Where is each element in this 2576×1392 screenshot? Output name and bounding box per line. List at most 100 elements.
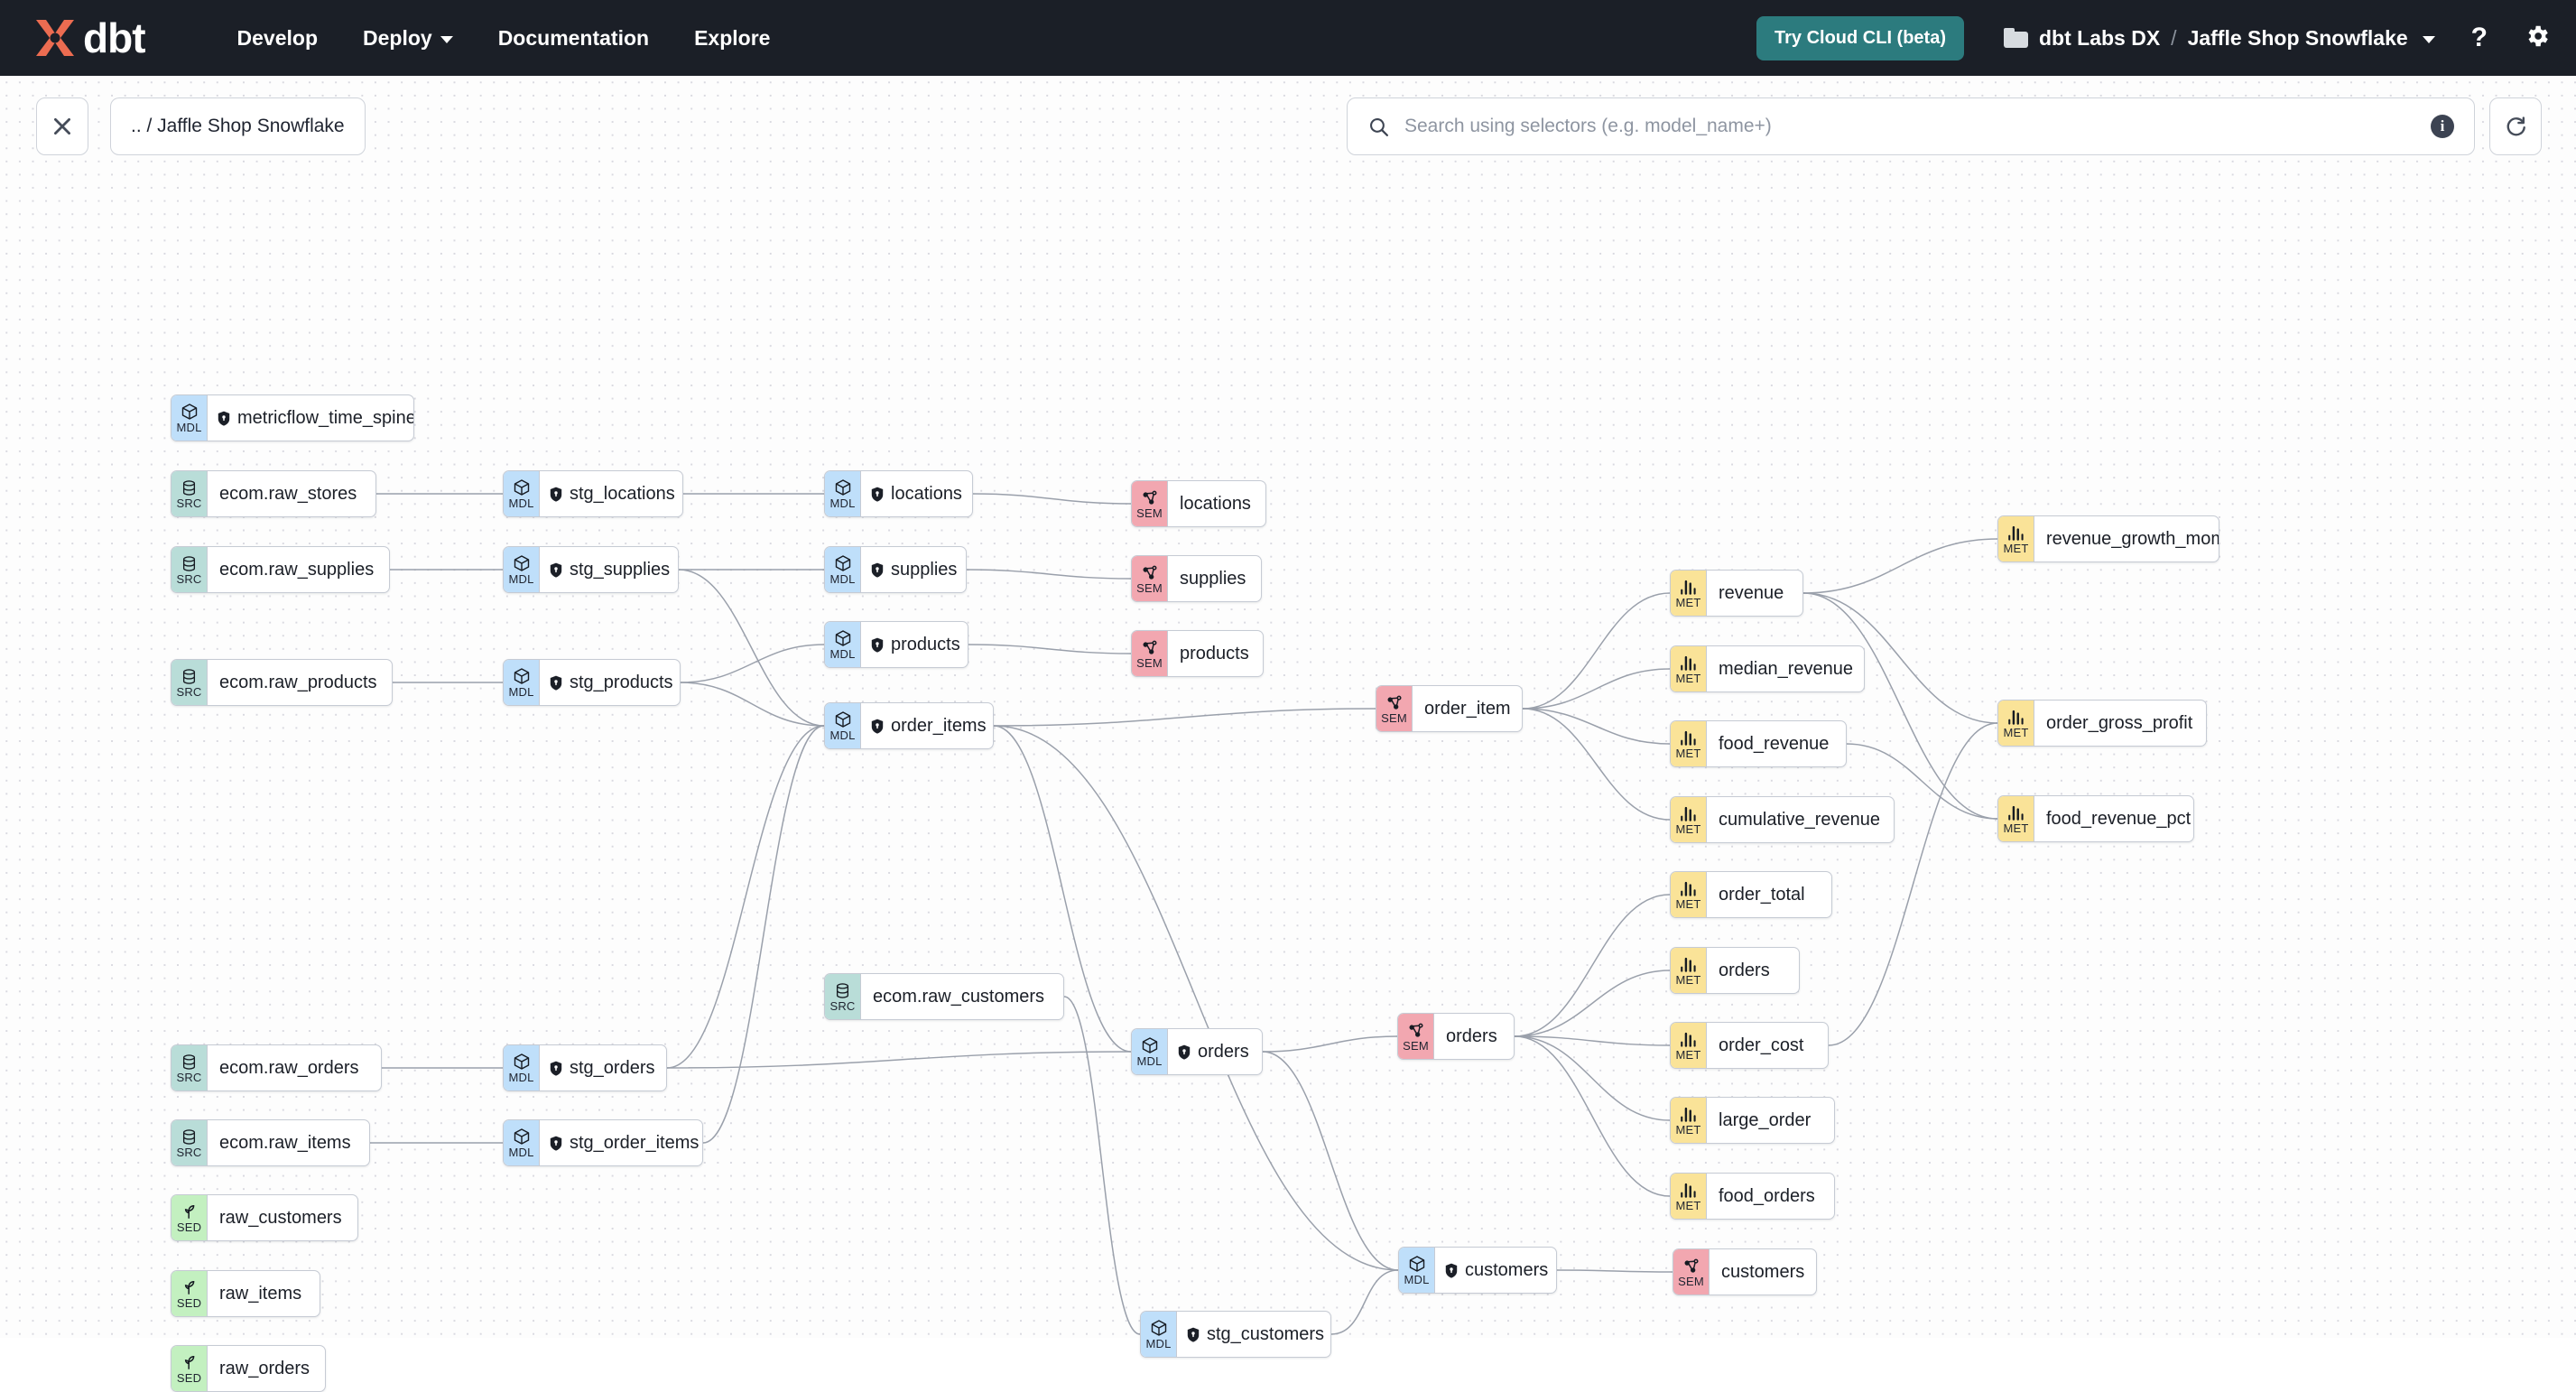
lineage-edge <box>972 493 1132 505</box>
mdl-type-icon <box>513 554 531 572</box>
node-type-label: SEM <box>1136 506 1163 520</box>
node-type-label: MDL <box>1404 1273 1430 1286</box>
sem-type-icon <box>1407 1021 1425 1039</box>
dbt-logo[interactable]: dbt <box>32 17 146 59</box>
project-name[interactable]: Jaffle Shop Snowflake <box>2187 25 2408 50</box>
graph-node-stg_customers[interactable]: MDL stg_customers <box>1140 1311 1331 1358</box>
graph-node-m_order_items[interactable]: MDL order_items <box>824 702 994 749</box>
node-label: stg_customers <box>1207 1323 1325 1344</box>
close-button[interactable] <box>36 97 88 155</box>
node-type-badge-mdl: MDL <box>825 471 861 516</box>
node-label-wrap: orders <box>1434 1014 1512 1059</box>
node-label: ecom.raw_products <box>219 672 377 692</box>
nav-deploy[interactable]: Deploy <box>363 26 453 51</box>
nav-develop-label: Develop <box>236 25 318 50</box>
node-type-badge-src: SRC <box>171 660 208 705</box>
node-type-badge-met: MET <box>1671 571 1707 616</box>
node-label: food_revenue_pct <box>2046 808 2191 829</box>
refresh-button[interactable] <box>2489 97 2542 155</box>
search-input[interactable] <box>1404 116 2416 137</box>
node-type-label: MDL <box>829 728 856 742</box>
node-type-badge-met: MET <box>1671 1023 1707 1068</box>
try-cloud-cli-button[interactable]: Try Cloud CLI (beta) <box>1756 15 1964 60</box>
node-label: cumulative_revenue <box>1719 809 1880 830</box>
help-icon[interactable]: ? <box>2470 23 2488 52</box>
node-type-label: MDL <box>508 685 534 699</box>
graph-node-ecom_raw_products[interactable]: SRC ecom.raw_products <box>171 659 393 706</box>
nav-explore-label: Explore <box>694 25 771 50</box>
node-label: supplies <box>1180 568 1246 589</box>
node-label-wrap: raw_customers <box>208 1195 357 1240</box>
lineage-edge <box>666 1051 1132 1069</box>
protected-shield-icon <box>1187 1327 1200 1342</box>
search-bar[interactable]: i <box>1347 97 2475 155</box>
node-type-label: MET <box>1675 897 1701 911</box>
nav-documentation[interactable]: Documentation <box>498 26 649 51</box>
node-label: order_items <box>891 715 987 736</box>
nav-explore[interactable]: Explore <box>694 26 770 51</box>
node-label: products <box>891 634 960 654</box>
node-label: raw_customers <box>219 1207 342 1228</box>
node-type-label: SRC <box>829 999 856 1013</box>
met-type-icon <box>1679 1181 1698 1199</box>
breadcrumb-project-button[interactable]: .. / Jaffle Shop Snowflake <box>110 97 366 155</box>
node-type-badge-mdl: MDL <box>825 547 861 592</box>
protected-shield-icon <box>550 675 562 691</box>
refresh-icon <box>2507 116 2525 135</box>
chevron-down-icon[interactable] <box>2422 36 2435 43</box>
node-type-label: MDL <box>1145 1337 1172 1350</box>
met-type-icon <box>1679 578 1698 596</box>
node-type-label: SEM <box>1381 711 1407 725</box>
account-name[interactable]: dbt Labs DX <box>2039 25 2161 50</box>
gear-icon[interactable] <box>2524 23 2551 54</box>
mdl-type-icon <box>181 403 199 421</box>
lineage-edge <box>1802 592 1998 820</box>
nav-develop[interactable]: Develop <box>237 26 318 51</box>
lineage-edge <box>666 725 825 1069</box>
node-type-badge-mdl: MDL <box>1141 1312 1177 1357</box>
node-label: metricflow_time_spine <box>237 407 414 428</box>
mdl-type-icon <box>513 478 531 496</box>
node-label-wrap: food_revenue_pct <box>2034 796 2193 841</box>
info-icon[interactable]: i <box>2431 115 2454 138</box>
lineage-edge <box>968 644 1132 654</box>
